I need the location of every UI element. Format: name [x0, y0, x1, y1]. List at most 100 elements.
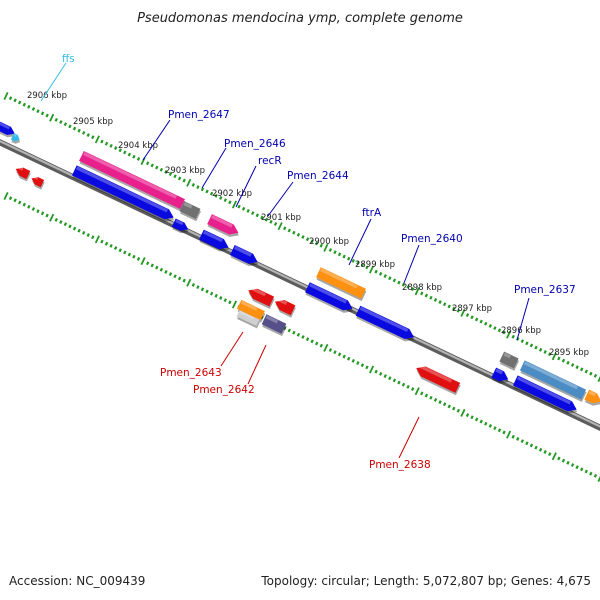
major-tick [597, 475, 600, 482]
minor-tick [219, 296, 223, 300]
minor-tick [465, 413, 470, 418]
gene-feature[interactable] [272, 297, 297, 318]
minor-tick [566, 460, 570, 465]
gene-label-ftra: ftrA [362, 207, 382, 219]
minor-tick [374, 269, 378, 274]
map-title: Pseudomonas mendocina ymp, complete geno… [137, 11, 463, 26]
major-tick [506, 430, 512, 439]
minor-tick [589, 471, 593, 476]
minor-tick [228, 200, 232, 205]
major-tick [460, 408, 466, 417]
minor-tick [566, 360, 570, 365]
minor-tick [155, 265, 159, 270]
minor-tick [287, 328, 291, 333]
minor-tick [305, 237, 310, 242]
major-tick [186, 278, 192, 287]
minor-tick [13, 98, 17, 103]
minor-tick [63, 122, 68, 127]
gene-feature-pmen-2642[interactable] [261, 314, 288, 337]
gene-label-pmen-2644: Pmen_2644 [287, 170, 349, 182]
gene-feature-pmen-2638[interactable] [413, 363, 461, 396]
minor-tick [561, 458, 566, 463]
minor-tick [484, 421, 488, 426]
minor-tick [538, 347, 543, 352]
minor-tick [365, 365, 369, 370]
gene-feature-pmen-2637-cds[interactable] [512, 375, 580, 417]
minor-tick [442, 302, 447, 307]
minor-tick [132, 254, 136, 259]
minor-tick [118, 148, 122, 153]
scale-label: 2906 kbp [27, 91, 67, 101]
minor-tick [273, 222, 278, 226]
minor-tick [447, 404, 451, 409]
minor-tick [465, 313, 470, 318]
minor-tick [173, 174, 177, 179]
minor-tick [406, 284, 410, 289]
gene-feature-recr[interactable] [229, 245, 261, 269]
gene-feature-pmen-2646-cds[interactable] [198, 229, 232, 255]
major-tick [369, 365, 375, 374]
minor-tick [397, 280, 401, 285]
minor-tick [205, 189, 209, 194]
minor-tick [479, 419, 483, 424]
minor-tick [543, 350, 547, 354]
major-tick [94, 135, 100, 144]
minor-tick [570, 363, 575, 367]
major-tick [597, 375, 600, 382]
gene-feature-pmen-2640[interactable] [355, 305, 418, 345]
minor-tick [159, 267, 164, 272]
minor-tick [447, 304, 451, 309]
gene-feature[interactable] [179, 201, 202, 222]
major-tick [186, 178, 192, 187]
gene-feature-ftra[interactable] [315, 267, 367, 302]
minor-tick [283, 226, 287, 231]
gene-feature[interactable] [491, 367, 512, 387]
gene-feature[interactable] [171, 218, 192, 236]
minor-tick [497, 428, 502, 433]
gene-feature-pmen-2637[interactable] [519, 360, 587, 403]
minor-tick [27, 204, 31, 209]
gene-feature[interactable] [245, 285, 275, 309]
scale-label: 2903 kbp [165, 166, 205, 176]
minor-tick [534, 345, 538, 350]
minor-tick [27, 104, 31, 109]
minor-tick [177, 276, 182, 281]
minor-tick [214, 193, 218, 198]
gene-feature[interactable] [29, 175, 45, 190]
minor-tick [251, 211, 255, 216]
minor-tick [36, 209, 40, 214]
scale-label: 2896 kbp [501, 326, 541, 336]
minor-tick [511, 334, 515, 339]
minor-tick [589, 371, 593, 376]
gene-feature-pmen-2646[interactable] [206, 214, 242, 240]
minor-tick [347, 256, 351, 261]
gene-feature[interactable] [499, 351, 520, 371]
minor-tick [347, 356, 351, 361]
minor-tick [72, 226, 77, 231]
gene-feature-pmen-2647-cds[interactable] [71, 165, 177, 225]
minor-tick [593, 373, 598, 378]
gene-feature-pmen-2647[interactable] [78, 150, 186, 212]
gene-feature-pmen-2643[interactable] [236, 299, 266, 323]
minor-tick [31, 107, 36, 111]
minor-tick [36, 109, 40, 114]
gene-feature[interactable] [584, 389, 600, 409]
minor-tick [8, 196, 13, 201]
scale-label: 2897 kbp [452, 304, 492, 314]
gene-feature-pmen-2643-pseudo[interactable] [236, 310, 261, 329]
gene-feature[interactable] [10, 133, 22, 145]
minor-tick [520, 339, 525, 344]
minor-tick [374, 369, 378, 374]
outer-tick-track [3, 92, 600, 382]
minor-tick [516, 437, 520, 441]
gene-feature[interactable] [13, 165, 32, 182]
minor-tick [237, 204, 241, 209]
minor-tick [479, 319, 483, 324]
gene-feature[interactable] [0, 118, 18, 140]
gene-feature-ftra-cds[interactable] [304, 282, 356, 316]
scale-label: 2905 kbp [73, 117, 113, 127]
minor-tick [452, 306, 456, 311]
minor-tick [164, 270, 168, 274]
minor-tick [164, 170, 168, 174]
major-tick [460, 308, 466, 317]
